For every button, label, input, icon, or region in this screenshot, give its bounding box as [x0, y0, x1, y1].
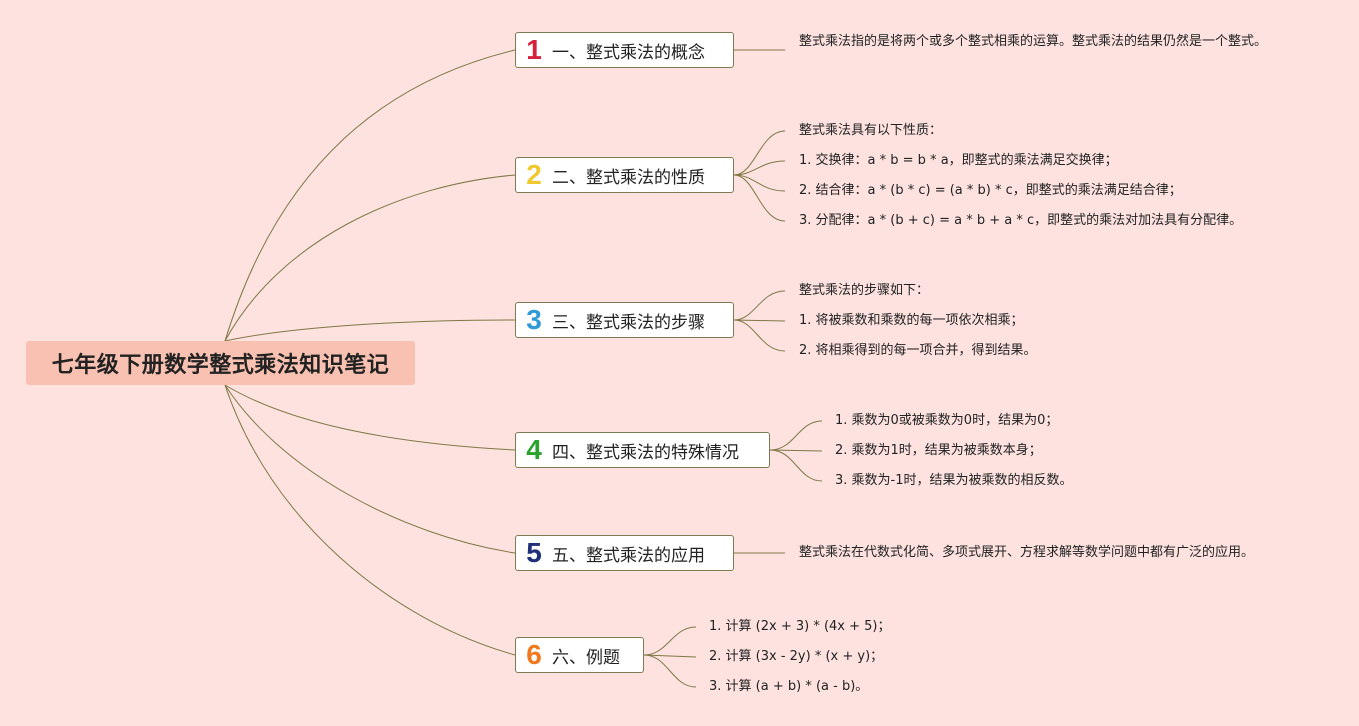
number-5-icon: 5 [526, 537, 542, 568]
root-node[interactable]: 七年级下册数学整式乘法知识笔记 [26, 341, 415, 385]
connector-topic-4-leaf-3 [769, 449, 823, 482]
topic-6-leaf-1[interactable]: 1. 计算 (2x + 3) * (4x + 5)； [709, 619, 891, 634]
topic-3-label: 三、整式乘法的步骤 [552, 312, 705, 333]
connector-topic-2-leaf-2 [733, 160, 786, 176]
topic-6-leaf-3[interactable]: 3. 计算 (a + b) * (a - b)。 [709, 679, 869, 694]
connector-root-topic-1 [224, 49, 516, 342]
number-2-icon: 2 [526, 159, 542, 190]
connector-root-topic-2 [224, 174, 516, 342]
connector-topic-3-leaf-3 [733, 319, 786, 352]
connector-topic-2-leaf-4 [733, 174, 786, 222]
connector-root-topic-4 [224, 384, 516, 451]
topic-5-leaf-1[interactable]: 整式乘法在代数式化简、多项式展开、方程求解等数学问题中都有广泛的应用。 [799, 545, 1255, 560]
topic-3-leaf-2[interactable]: 1. 将被乘数和乘数的每一项依次相乘； [799, 313, 1024, 328]
connector-topic-6-leaf-3 [643, 654, 697, 688]
topic-6-label: 六、例题 [552, 647, 620, 668]
topic-2[interactable]: 2 二、整式乘法的性质 [515, 157, 734, 193]
number-3-icon: 3 [526, 304, 542, 335]
connector-topic-2-leaf-1 [733, 130, 786, 176]
connector-topic-4-leaf-1 [769, 420, 823, 451]
topic-3[interactable]: 3 三、整式乘法的步骤 [515, 302, 734, 338]
connector-topic-3-leaf-1 [733, 290, 786, 321]
connector-topic-6-leaf-2 [643, 654, 697, 658]
topic-4-label: 四、整式乘法的特殊情况 [552, 442, 739, 463]
connector-root-topic-3 [224, 319, 516, 342]
connector-topic-3-leaf-2 [733, 319, 786, 322]
topic-3-leaf-1[interactable]: 整式乘法的步骤如下： [799, 283, 930, 298]
topic-2-leaf-3[interactable]: 2. 结合律：a * (b * c) = (a * b) * c，即整式的乘法满… [799, 183, 1182, 198]
topic-4-leaf-2[interactable]: 2. 乘数为1时，结果为被乘数本身； [835, 443, 1042, 458]
topic-2-leaf-1[interactable]: 整式乘法具有以下性质： [799, 123, 943, 138]
topic-2-leaf-4[interactable]: 3. 分配律：a * (b + c) = a * b + a * c，即整式的乘… [799, 213, 1243, 228]
topic-2-leaf-2[interactable]: 1. 交换律：a * b = b * a，即整式的乘法满足交换律； [799, 153, 1118, 168]
topic-3-leaf-3[interactable]: 2. 将相乘得到的每一项合并，得到结果。 [799, 343, 1037, 358]
topic-4[interactable]: 4 四、整式乘法的特殊情况 [515, 432, 770, 468]
topic-2-label: 二、整式乘法的性质 [552, 167, 705, 188]
topic-1[interactable]: 1 一、整式乘法的概念 [515, 32, 734, 68]
connector-topic-6-leaf-1 [643, 626, 697, 656]
topic-1-leaf-1[interactable]: 整式乘法指的是将两个或多个整式相乘的运算。整式乘法的结果仍然是一个整式。 [799, 34, 1268, 49]
topic-4-leaf-3[interactable]: 3. 乘数为-1时，结果为被乘数的相反数。 [835, 473, 1073, 488]
topic-6[interactable]: 6 六、例题 [515, 637, 644, 673]
number-6-icon: 6 [526, 639, 542, 670]
topic-1-label: 一、整式乘法的概念 [552, 42, 705, 63]
connector-root-topic-5 [224, 384, 516, 554]
connector-root-topic-6 [224, 384, 516, 656]
root-title: 七年级下册数学整式乘法知识笔记 [51, 353, 390, 378]
topic-5[interactable]: 5 五、整式乘法的应用 [515, 535, 734, 571]
topic-4-leaf-1[interactable]: 1. 乘数为0或被乘数为0时，结果为0； [835, 413, 1059, 428]
number-4-icon: 4 [526, 434, 542, 465]
topic-5-label: 五、整式乘法的应用 [552, 545, 705, 566]
connector-topic-4-leaf-2 [769, 449, 823, 452]
topic-6-leaf-2[interactable]: 2. 计算 (3x - 2y) * (x + y)； [709, 649, 884, 664]
number-1-icon: 1 [526, 34, 542, 65]
